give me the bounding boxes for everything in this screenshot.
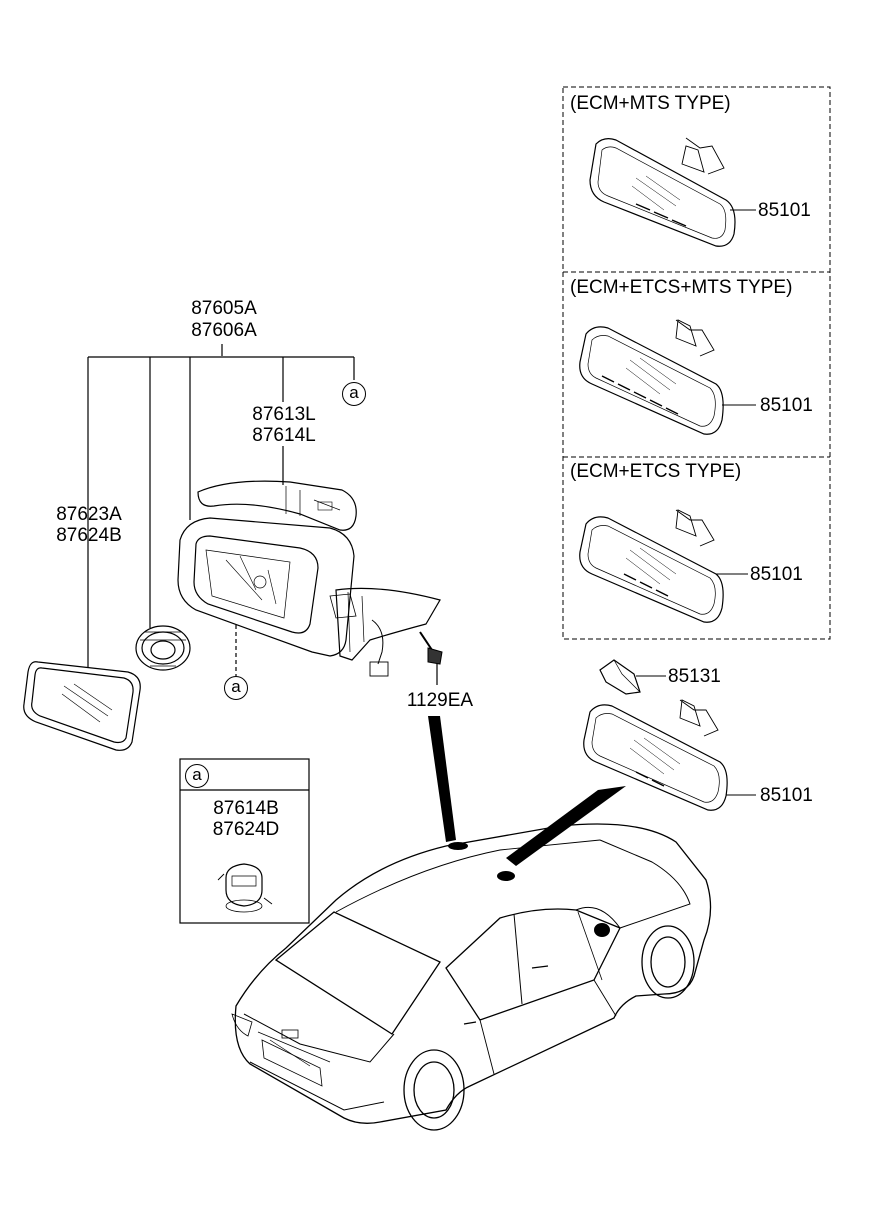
variant-2-type-label: (ECM+ETCS+MTS TYPE) — [570, 277, 793, 298]
mirror-base-bracket — [335, 587, 441, 677]
cover-part-number-1: 87613L — [252, 404, 316, 425]
detail-box-marker-a: a — [185, 764, 209, 788]
assembly-leader-lines — [87, 344, 438, 685]
inside-mirror-base — [583, 699, 756, 811]
mirror-housing — [177, 517, 357, 657]
bolt-1129ea — [419, 631, 443, 665]
assembly-part-number-2: 87606A — [191, 320, 257, 341]
inside-mirror-base-part-number: 85101 — [760, 785, 813, 806]
variant-2-part-number: 85101 — [760, 395, 813, 416]
vehicle-illustration — [231, 823, 712, 1131]
variant-1-type-label: (ECM+MTS TYPE) — [570, 93, 731, 114]
inside-mirror-1 — [589, 137, 756, 247]
cover-85131-part-number: 85131 — [668, 666, 721, 687]
glass-part-number-2: 87624B — [56, 525, 122, 546]
cover-85131 — [599, 659, 666, 695]
cover-part-number-2: 87614L — [252, 425, 316, 446]
mirror-actuator — [135, 625, 191, 671]
bolt-part-number: 1129EA — [406, 690, 474, 711]
glass-part-number-1: 87623A — [56, 504, 122, 525]
inside-mirror-2 — [579, 319, 756, 435]
mirror-glass — [23, 661, 141, 751]
assembly-part-number-1: 87605A — [191, 298, 257, 319]
vehicle-mirror-marks — [448, 842, 610, 937]
detail-part-number-1: 87614B — [213, 798, 279, 819]
variant-3-part-number: 85101 — [750, 564, 803, 585]
assembly-marker-a: a — [342, 382, 366, 406]
variant-panels — [562, 86, 831, 640]
variant-1-part-number: 85101 — [758, 200, 811, 221]
detail-box — [179, 758, 310, 924]
detail-part-number-2: 87624D — [212, 819, 280, 840]
turn-signal-cover — [197, 480, 357, 531]
mount-marker-a: a — [224, 676, 248, 700]
inside-mirror-3 — [579, 509, 748, 623]
variant-3-type-label: (ECM+ETCS TYPE) — [570, 461, 742, 482]
